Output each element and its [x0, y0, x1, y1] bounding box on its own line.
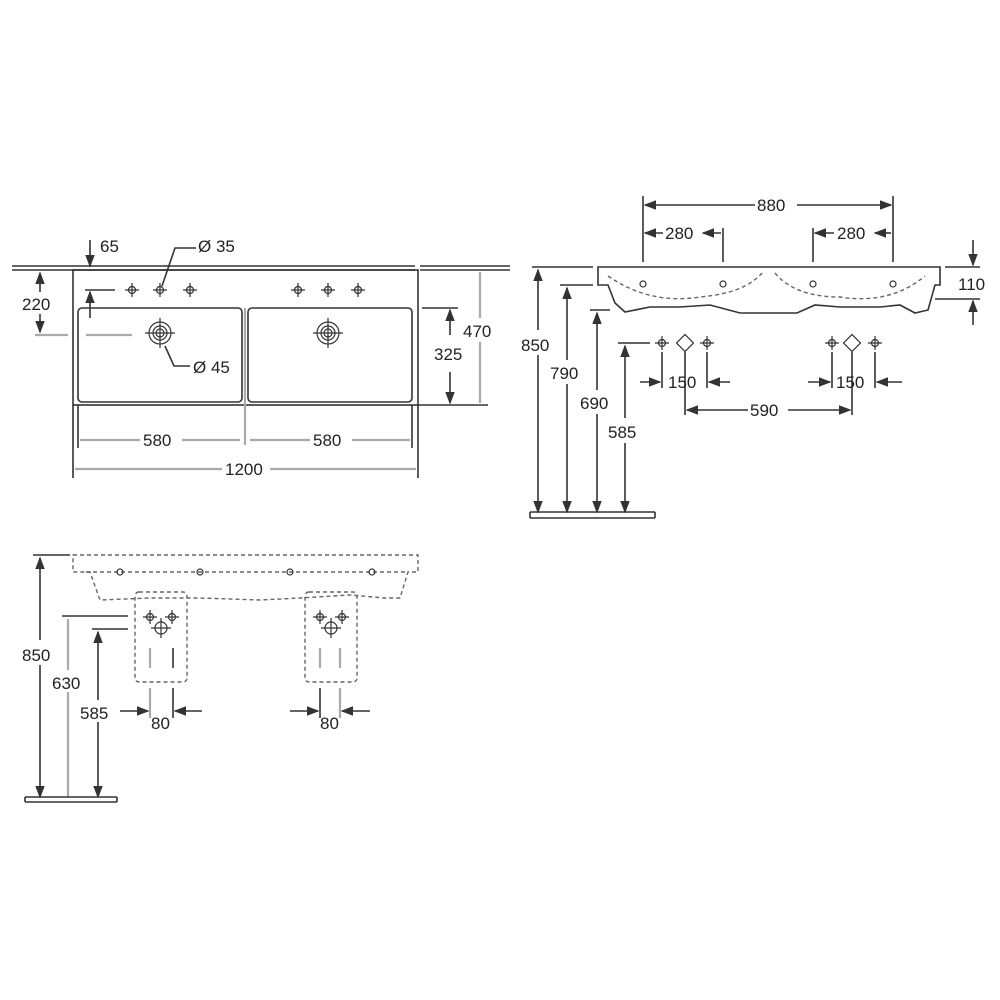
rear-dim-585: 585 — [80, 704, 108, 723]
dim-65: 65 — [100, 237, 119, 256]
dim-bowl-left-580: 580 — [143, 431, 171, 450]
dim-total-width-1200: 1200 — [225, 460, 263, 479]
rear-view: 80 80 850 630 585 — [22, 554, 419, 803]
dim-150-left: 150 — [668, 373, 696, 392]
bowl-left — [77, 307, 243, 403]
basin-side-profile — [597, 266, 941, 314]
basin-dashed-outline — [72, 554, 419, 601]
support-left — [134, 591, 188, 683]
tap-holes — [124, 282, 366, 298]
dim-220: 220 — [22, 295, 50, 314]
drain-right-icon — [312, 317, 344, 349]
dim-850: 850 — [521, 336, 549, 355]
dim-150-right: 150 — [836, 373, 864, 392]
dim-590: 590 — [750, 401, 778, 420]
dim-80-right: 80 — [320, 714, 339, 733]
drain-left-icon — [144, 317, 176, 349]
dim-80-left: 80 — [151, 714, 170, 733]
dim-790: 790 — [550, 364, 578, 383]
front-view: 880 280 280 110 850 790 690 585 — [521, 196, 985, 519]
dim-280-right: 280 — [837, 224, 865, 243]
dim-tap-hole-diameter: Ø 35 — [198, 237, 235, 256]
support-right — [304, 591, 358, 683]
top-view: 65 Ø 35 220 Ø 45 325 470 580 580 1200 — [12, 237, 510, 479]
dim-bowl-right-580: 580 — [313, 431, 341, 450]
bowl-right — [247, 307, 413, 403]
wall-fittings — [654, 333, 883, 353]
dim-690: 690 — [580, 394, 608, 413]
floor-line — [529, 511, 656, 519]
dim-470: 470 — [463, 322, 491, 341]
rear-dim-850: 850 — [22, 646, 50, 665]
rear-dim-630: 630 — [52, 674, 80, 693]
dim-280-left: 280 — [665, 224, 693, 243]
dim-325: 325 — [434, 345, 462, 364]
dim-880: 880 — [757, 196, 785, 215]
dim-585: 585 — [608, 423, 636, 442]
rear-floor-line — [24, 796, 118, 803]
dim-drain-diameter: Ø 45 — [193, 358, 230, 377]
dim-110: 110 — [958, 275, 985, 294]
